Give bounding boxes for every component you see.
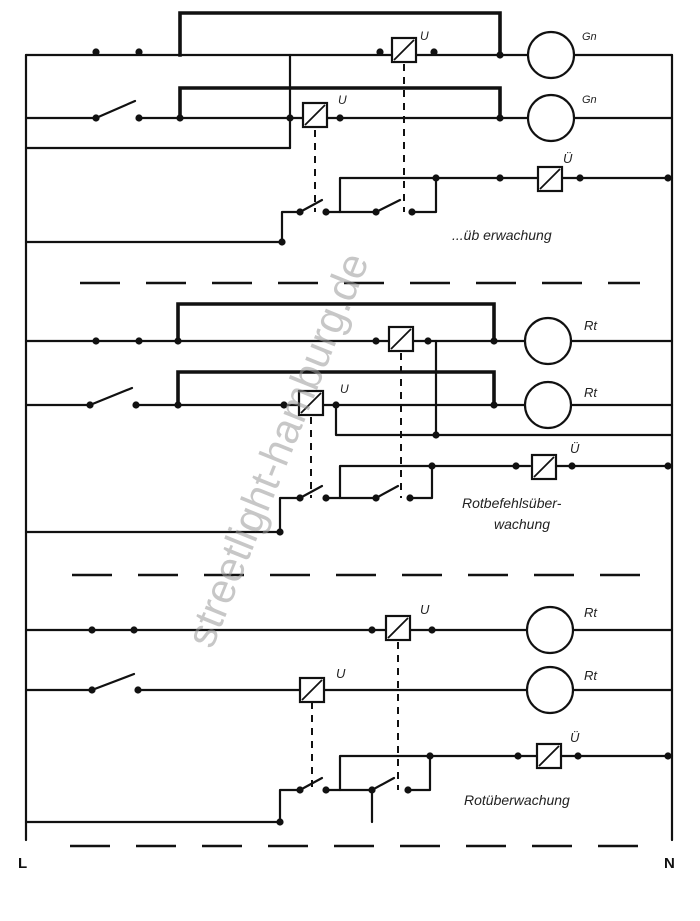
caption-section-3: Rotüberwachung	[464, 792, 570, 808]
label-u-6: U	[336, 666, 346, 681]
relay-ue-3	[535, 742, 563, 770]
label-rt-3: Rt	[584, 605, 598, 620]
lamp-rt-1	[523, 316, 573, 366]
label-rt-2: Rt	[584, 385, 598, 400]
relay-ue-2	[530, 453, 558, 481]
label-ue-1: Ü	[563, 151, 573, 166]
label-ue-3: Ü	[570, 730, 580, 745]
caption-section-1: ...üb erwachung	[452, 227, 552, 243]
relay-u-1	[390, 36, 418, 64]
relay-u-4	[297, 389, 325, 417]
terminal-L: L	[18, 855, 27, 872]
lamp-gn-1	[526, 30, 576, 80]
label-u-5: U	[420, 602, 430, 617]
watermark: streetlight-hamburg.de	[177, 246, 378, 653]
label-rt-4: Rt	[584, 668, 598, 683]
section-rot	[24, 605, 674, 826]
lamp-gn-2	[526, 93, 576, 143]
label-u-1: U	[420, 29, 429, 43]
section-rotbefehl	[24, 302, 674, 536]
label-u-4: U	[340, 382, 349, 396]
label-rt-1: Rt	[584, 318, 598, 333]
caption-section-2-line2: wachung	[494, 516, 550, 532]
relay-ue-1	[536, 165, 564, 193]
relay-u-5	[384, 614, 412, 642]
caption-section-2-line1: Rotbefehlsüber-	[462, 495, 562, 511]
label-ue-2: Ü	[570, 441, 580, 456]
relay-u-2	[301, 101, 329, 129]
relay-u-3	[387, 325, 415, 353]
terminal-N: N	[664, 855, 675, 872]
label-u-2: U	[338, 93, 347, 107]
label-gn-2: Gn	[582, 94, 597, 106]
lamp-rt-2	[523, 380, 573, 430]
section-green	[24, 11, 674, 246]
label-gn-1: Gn	[582, 31, 597, 43]
lamp-rt-4	[525, 665, 575, 715]
relay-u-6	[298, 676, 326, 704]
lamp-rt-3	[525, 605, 575, 655]
